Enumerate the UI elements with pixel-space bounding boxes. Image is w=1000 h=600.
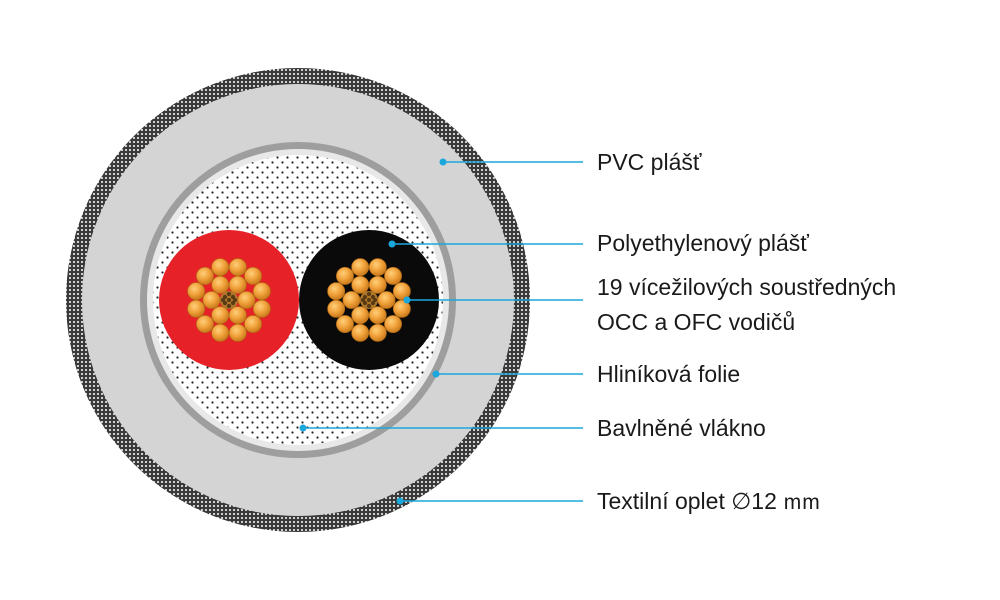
fine-wire bbox=[226, 297, 232, 303]
copper-strand bbox=[392, 299, 411, 318]
copper-strand bbox=[252, 299, 271, 318]
fine-wire bbox=[366, 297, 372, 303]
fine-wire bbox=[370, 300, 376, 306]
fine-wire bbox=[362, 300, 368, 306]
leader-dot-cotton bbox=[299, 424, 307, 432]
copper-strand bbox=[228, 258, 247, 277]
copper-strand bbox=[384, 267, 402, 285]
label-textile-braid: Textilní oplet ∅12 mm bbox=[597, 484, 821, 520]
copper-strand bbox=[187, 282, 206, 301]
copper-strand bbox=[244, 267, 262, 285]
copper-strand bbox=[342, 291, 361, 309]
fine-wire bbox=[220, 297, 226, 303]
copper-strand bbox=[252, 282, 271, 301]
fine-wire bbox=[230, 294, 236, 300]
leader-lines bbox=[299, 158, 583, 505]
label-conductors-line-1: 19 vícežilových soustředných bbox=[597, 274, 897, 300]
copper-strand bbox=[368, 258, 387, 277]
copper-strand bbox=[237, 291, 256, 309]
red-conductor-strands bbox=[187, 258, 271, 342]
copper-strand bbox=[336, 315, 354, 333]
copper-strand bbox=[351, 258, 370, 277]
copper-strand bbox=[384, 315, 402, 333]
copper-strand bbox=[211, 258, 230, 277]
diameter-symbol: ∅ bbox=[731, 488, 752, 514]
copper-strand bbox=[196, 267, 214, 285]
copper-strand bbox=[351, 323, 370, 342]
braid-diameter-unit: mm bbox=[776, 491, 821, 514]
copper-strand bbox=[228, 323, 247, 342]
fine-wire bbox=[362, 294, 368, 300]
copper-strand bbox=[392, 282, 411, 301]
fine-wire bbox=[366, 291, 372, 297]
leader-dot-braid bbox=[396, 497, 404, 505]
copper-strand bbox=[211, 275, 230, 294]
copper-strand bbox=[211, 323, 230, 342]
copper-strand bbox=[368, 306, 387, 325]
braid-text: Textilní oplet bbox=[597, 488, 732, 514]
copper-strand bbox=[187, 299, 206, 318]
label-conductors-line-2: OCC a OFC vodičů bbox=[597, 309, 796, 335]
leader-dot-aluminium bbox=[432, 370, 440, 378]
copper-strand bbox=[228, 306, 247, 325]
copper-strand bbox=[211, 306, 230, 325]
copper-strand bbox=[351, 275, 370, 294]
copper-strand bbox=[368, 275, 387, 294]
fine-wire bbox=[360, 297, 366, 303]
fine-wire bbox=[226, 303, 232, 309]
fine-wire bbox=[366, 303, 372, 309]
fine-wire bbox=[232, 297, 238, 303]
label-polyethylene-sheath: Polyethylenový plášť bbox=[597, 230, 809, 256]
copper-strand bbox=[327, 282, 346, 301]
fine-wire bbox=[372, 297, 378, 303]
copper-strand bbox=[202, 291, 221, 309]
copper-strand bbox=[336, 267, 354, 285]
copper-strand bbox=[196, 315, 214, 333]
copper-strand bbox=[351, 306, 370, 325]
leader-dot-pvc bbox=[439, 158, 447, 166]
black-conductor-strands bbox=[327, 258, 411, 342]
fine-wire bbox=[226, 291, 232, 297]
copper-strand bbox=[327, 299, 346, 318]
leader-dot-conductors bbox=[403, 296, 411, 304]
fine-wire bbox=[222, 300, 228, 306]
fine-wire bbox=[370, 294, 376, 300]
label-aluminium-foil: Hliníková folie bbox=[597, 361, 741, 387]
fine-wire bbox=[230, 300, 236, 306]
leader-dot-polyethylene bbox=[388, 240, 396, 248]
copper-strand bbox=[244, 315, 262, 333]
label-pvc-jacket: PVC plášť bbox=[597, 149, 702, 175]
label-cotton-fiber: Bavlněné vlákno bbox=[597, 415, 766, 441]
copper-strand bbox=[228, 275, 247, 294]
braid-diameter-value: 12 bbox=[751, 488, 777, 514]
copper-strand bbox=[368, 323, 387, 342]
fine-wire bbox=[222, 294, 228, 300]
copper-strand bbox=[377, 291, 396, 309]
